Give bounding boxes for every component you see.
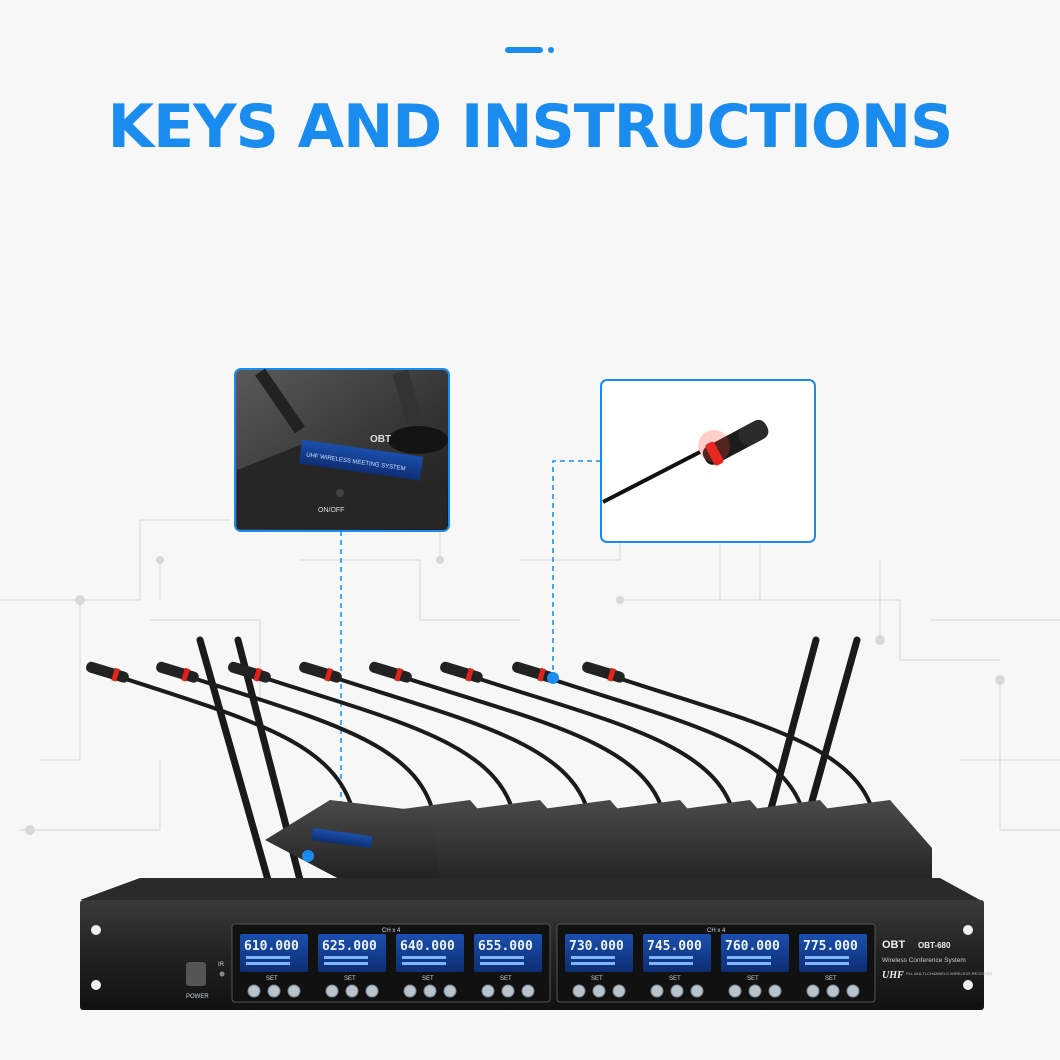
signal-meter xyxy=(649,962,693,965)
channel-group-right-label: CH x 4 xyxy=(707,928,726,934)
signal-meter xyxy=(727,956,771,959)
channel-group-left xyxy=(231,923,551,1003)
channel-set-button xyxy=(748,984,762,998)
signal-meter xyxy=(571,956,615,959)
set-label: SET xyxy=(344,976,356,982)
power-label: POWER xyxy=(186,994,209,1000)
signal-meter xyxy=(402,962,446,965)
callout-mic-head xyxy=(600,379,816,543)
channel-down-button xyxy=(247,984,261,998)
channel-up-button xyxy=(612,984,626,998)
signal-meter xyxy=(727,962,771,965)
signal-meter xyxy=(571,962,615,965)
channel-up-button xyxy=(521,984,535,998)
signal-meter xyxy=(402,956,446,959)
channel-down-button xyxy=(650,984,664,998)
channel-set-button xyxy=(670,984,684,998)
channel-up-button xyxy=(365,984,379,998)
channel-frequency: 625.000 xyxy=(322,939,377,954)
set-label: SET xyxy=(591,976,603,982)
page-title: KEYS AND INSTRUCTIONS xyxy=(107,92,954,162)
callout-base-unit: UHF WIRELESS MEETING SYSTEM OBT ON/OFF xyxy=(234,368,450,532)
ir-label: IR xyxy=(218,962,225,968)
channel-down-button xyxy=(728,984,742,998)
signal-meter xyxy=(246,956,290,959)
channel-set-button xyxy=(501,984,515,998)
mic-ring-indicator xyxy=(705,441,724,466)
receiver-band-note: PLL MULTI-CHANNELS WIRELESS RECEIVER xyxy=(906,971,992,976)
signal-meter xyxy=(805,956,849,959)
base-highlight-dot xyxy=(302,850,314,862)
mic-heads xyxy=(86,661,625,683)
signal-meter xyxy=(246,962,290,965)
signal-meter xyxy=(324,956,368,959)
receiver-model: OBT-680 xyxy=(918,941,951,950)
callout-button-label: ON/OFF xyxy=(318,507,344,514)
channel-set-button xyxy=(826,984,840,998)
signal-meter xyxy=(480,962,524,965)
channel-up-button xyxy=(287,984,301,998)
set-label: SET xyxy=(422,976,434,982)
mic-highlight-dot xyxy=(547,672,559,684)
callout-onoff-button xyxy=(336,489,344,497)
signal-meter xyxy=(649,956,693,959)
channel-set-button xyxy=(423,984,437,998)
base-units xyxy=(265,800,932,900)
receiver-brand: OBT xyxy=(882,939,906,951)
receiver-rack: POWER IR CH x 4 CH x 4 610.000SET625.000… xyxy=(80,878,992,1010)
mic-goosenecks xyxy=(91,666,877,821)
callout-lcd xyxy=(298,439,424,481)
channel-set-button xyxy=(345,984,359,998)
signal-meter xyxy=(805,962,849,965)
callout-brand: OBT xyxy=(370,434,391,445)
receiver-band: UHF xyxy=(882,970,904,981)
set-label: SET xyxy=(747,976,759,982)
channel-set-button xyxy=(267,984,281,998)
channel-frequency: 745.000 xyxy=(647,939,702,954)
set-label: SET xyxy=(266,976,278,982)
power-button xyxy=(186,962,206,986)
channel-frequency: 610.000 xyxy=(244,939,299,954)
signal-meter xyxy=(480,956,524,959)
channel-frequency: 760.000 xyxy=(725,939,780,954)
set-label: SET xyxy=(669,976,681,982)
channel-group-left-label: CH x 4 xyxy=(382,928,401,934)
channel-up-button xyxy=(443,984,457,998)
channel-set-button xyxy=(592,984,606,998)
receiver-subtitle: Wireless Conference System xyxy=(882,957,966,964)
channel-frequency: 730.000 xyxy=(569,939,624,954)
channel-up-button xyxy=(768,984,782,998)
set-label: SET xyxy=(825,976,837,982)
channel-frequency: 775.000 xyxy=(803,939,858,954)
set-label: SET xyxy=(500,976,512,982)
channel-frequency: 655.000 xyxy=(478,939,533,954)
title-accent-bar xyxy=(505,47,543,53)
title-accent-dot xyxy=(548,47,554,53)
channel-down-button xyxy=(481,984,495,998)
channel-down-button xyxy=(572,984,586,998)
channel-frequency: 640.000 xyxy=(400,939,455,954)
signal-meter xyxy=(324,962,368,965)
leader-line-mic xyxy=(552,460,601,678)
channel-group-right xyxy=(556,923,876,1003)
channel-down-button xyxy=(806,984,820,998)
channel-up-button xyxy=(690,984,704,998)
channel-down-button xyxy=(325,984,339,998)
channel-down-button xyxy=(403,984,417,998)
channel-up-button xyxy=(846,984,860,998)
